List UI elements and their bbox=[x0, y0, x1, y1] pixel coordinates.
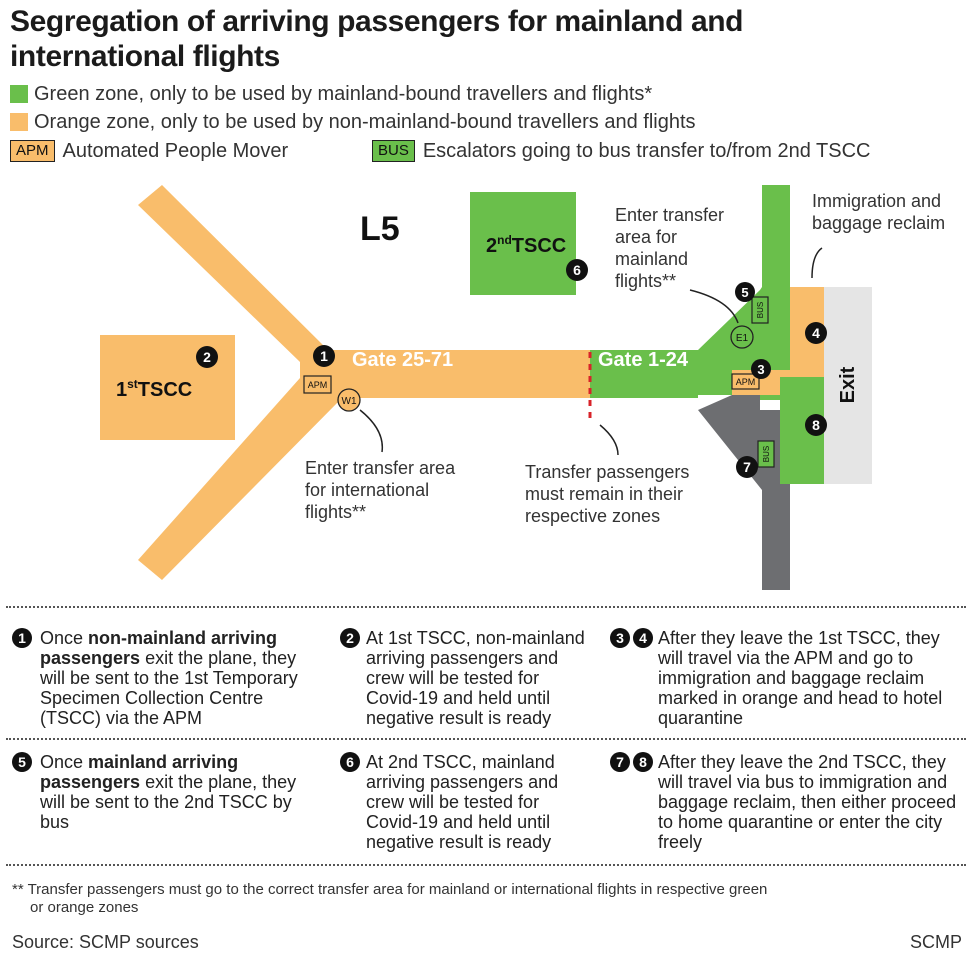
marker-7: 7 bbox=[736, 456, 758, 478]
callout-transfer: Transfer passengers must remain in their… bbox=[525, 462, 694, 526]
note-2-numbers: 2 bbox=[340, 628, 363, 648]
note-6: 6 At 2nd TSCC, mainland arriving passeng… bbox=[340, 752, 590, 852]
apm-tag-left-text: APM bbox=[308, 380, 328, 390]
note-2: 2 At 1st TSCC, non-mainland arriving pas… bbox=[340, 628, 590, 728]
legend-bus: BUS Escalators going to bus transfer to/… bbox=[372, 139, 870, 163]
green-swatch bbox=[10, 85, 28, 103]
legend-green: Green zone, only to be used by mainland-… bbox=[10, 82, 652, 106]
divider-middle bbox=[6, 738, 966, 740]
grey-bus-road bbox=[698, 395, 790, 590]
exit-area bbox=[824, 287, 872, 484]
marker-6: 6 bbox=[566, 259, 588, 281]
bus-tag-bottom bbox=[757, 440, 775, 468]
note-3-4-text: After they leave the 1st TSCC, they will… bbox=[658, 628, 943, 728]
w1-circle bbox=[337, 388, 361, 412]
tscc1-label: 1stTSCC bbox=[116, 377, 192, 401]
gate-orange-label: Gate 25-71 bbox=[352, 349, 453, 371]
page-title: Segregation of arriving passengers for m… bbox=[10, 5, 744, 73]
apm-tag-left bbox=[303, 375, 332, 394]
note-number: 5 bbox=[12, 752, 32, 772]
note-2-text: At 1st TSCC, non-mainland arriving passe… bbox=[366, 628, 585, 728]
marker-2: 2 bbox=[196, 346, 218, 368]
apm-tag: APM bbox=[10, 140, 55, 162]
note-1-numbers: 1 bbox=[12, 628, 35, 648]
bus-tag: BUS bbox=[372, 140, 415, 162]
svg-text:2: 2 bbox=[203, 349, 211, 365]
note-6-numbers: 6 bbox=[340, 752, 363, 772]
e1-label: E1 bbox=[736, 333, 749, 344]
svg-text:8: 8 bbox=[812, 417, 820, 433]
exit-label: Exit bbox=[837, 366, 859, 403]
callout-line-transfer bbox=[599, 424, 619, 456]
source-line: Source: SCMP sources bbox=[12, 932, 199, 952]
svg-text:6: 6 bbox=[573, 262, 581, 278]
callout-line-immigration bbox=[811, 247, 823, 279]
footnote: ** Transfer passengers must go to the co… bbox=[12, 881, 768, 916]
svg-text:7: 7 bbox=[743, 459, 751, 475]
apm-tag-right-text: APM bbox=[736, 377, 756, 387]
marker-4: 4 bbox=[805, 322, 827, 344]
bus-tag-top-text: BUS bbox=[756, 302, 765, 318]
note-number: 1 bbox=[12, 628, 32, 648]
note-5-numbers: 5 bbox=[12, 752, 35, 772]
legend-orange-label: Orange zone, only to be used by non-main… bbox=[34, 111, 696, 133]
legend-bus-label: Escalators going to bus transfer to/from… bbox=[422, 140, 871, 162]
tscc2-block bbox=[470, 192, 576, 295]
bus-tag-bottom-text: BUS bbox=[762, 446, 771, 462]
note-number: 6 bbox=[340, 752, 360, 772]
note-1-text: Once non-mainland arriving passengers ex… bbox=[40, 628, 298, 728]
svg-text:4: 4 bbox=[812, 325, 820, 341]
callout-w1: Enter transfer area for international fl… bbox=[305, 458, 460, 522]
svg-text:1: 1 bbox=[320, 348, 328, 364]
credit-line: SCMP bbox=[909, 932, 962, 952]
callout-line-w1 bbox=[359, 409, 384, 453]
note-number: 2 bbox=[340, 628, 360, 648]
level-label: L5 bbox=[360, 210, 400, 248]
callout-line-e1 bbox=[689, 289, 739, 324]
bus-tag-top bbox=[751, 296, 769, 324]
marker-1: 1 bbox=[313, 345, 335, 367]
e1-circle bbox=[730, 325, 754, 349]
note-5: 5 Once mainland arriving passengers exit… bbox=[12, 752, 322, 832]
marker-3: 3 bbox=[751, 359, 771, 379]
svg-text:5: 5 bbox=[741, 285, 748, 300]
divider-top bbox=[6, 606, 966, 608]
note-number: 3 bbox=[610, 628, 630, 648]
note-5-text: Once mainland arriving passengers exit t… bbox=[40, 752, 297, 832]
legend-apm: APM Automated People Mover bbox=[10, 139, 288, 163]
gate-green-label: Gate 1-24 bbox=[598, 349, 689, 371]
orange-concourse bbox=[138, 185, 590, 580]
callout-e1: Enter transfer area for mainland flights… bbox=[615, 205, 729, 291]
note-number: 8 bbox=[633, 752, 653, 772]
note-7-8-text: After they leave the 2nd TSCC, they will… bbox=[658, 752, 957, 852]
marker-8: 8 bbox=[805, 414, 827, 436]
legend-orange: Orange zone, only to be used by non-main… bbox=[10, 110, 696, 134]
legend-apm-label: Automated People Mover bbox=[62, 140, 289, 162]
note-number: 4 bbox=[633, 628, 653, 648]
terminal-map: L5 1stTSCC 2ndTSCC Gate 25-71 Gate 1-24 … bbox=[100, 185, 946, 590]
marker-5: 5 bbox=[735, 282, 755, 302]
note-6-text: At 2nd TSCC, mainland arriving passenger… bbox=[366, 752, 559, 852]
tscc2-label: 2ndTSCC bbox=[486, 233, 566, 257]
note-number: 7 bbox=[610, 752, 630, 772]
w1-label: W1 bbox=[342, 396, 357, 407]
orange-swatch bbox=[10, 113, 28, 131]
callout-immigration: Immigration and baggage reclaim bbox=[812, 191, 946, 233]
legend-green-label: Green zone, only to be used by mainland-… bbox=[34, 83, 653, 105]
svg-text:3: 3 bbox=[757, 362, 764, 377]
divider-bottom bbox=[6, 864, 966, 866]
apm-tag-right bbox=[731, 373, 760, 390]
note-1: 1 Once non-mainland arriving passengers … bbox=[12, 628, 322, 728]
